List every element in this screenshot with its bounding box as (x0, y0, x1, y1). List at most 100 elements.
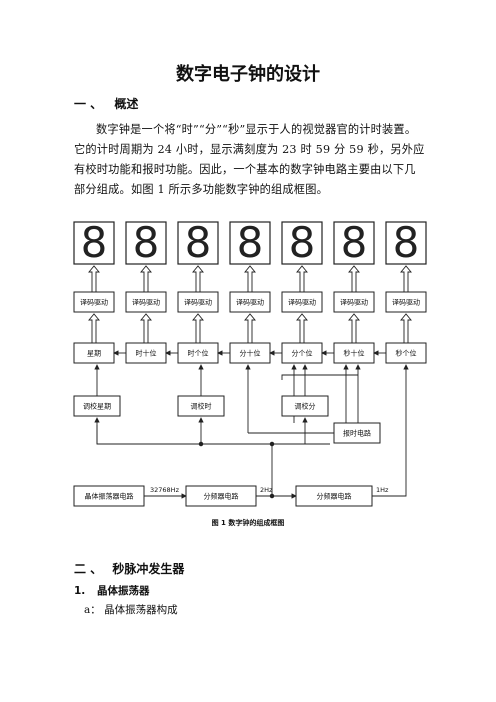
page-title: 数字电子钟的设计 (176, 64, 320, 85)
arrow-counter-to-decoder-7 (400, 313, 412, 344)
freq-label-32768: 32768Hz (150, 486, 180, 494)
decoder-box-1-label: 译码驱动 (80, 298, 108, 307)
decoder-box-3: 译码驱动 (177, 291, 219, 313)
arrow-decoder-to-display-3 (192, 265, 204, 293)
arrow-counter-to-decoder-5 (296, 313, 308, 344)
counter-box-3: 时个位 (177, 342, 219, 364)
digit-display-2: 8 (125, 218, 167, 267)
digit-display-7: 8 (385, 218, 427, 267)
freq-label-1hz: 1Hz (376, 486, 389, 494)
digit-glyph: 8 (341, 218, 368, 267)
adjust-week-box-label: 调校星期 (83, 402, 111, 411)
arrow-counter-to-decoder-4 (244, 313, 256, 344)
arrow-decoder-to-display-1 (88, 265, 100, 293)
counter-box-6-label: 秒十位 (344, 349, 365, 358)
oscillator-box-label: 晶体振荡器电路 (85, 492, 134, 501)
decoder-row: 译码驱动 译码驱动 译码驱动 译码驱动 译码驱动 译码驱动 译码驱动 (73, 265, 427, 313)
digit-glyph: 8 (185, 218, 212, 267)
subsection-1a-number: a： (84, 604, 101, 616)
counter-box-1-label: 星期 (87, 350, 101, 358)
divider-box-2-label: 分频器电路 (317, 492, 352, 501)
arrow-counter-to-decoder-2 (140, 313, 152, 344)
decoder-box-5-label: 译码驱动 (288, 298, 316, 307)
figure-caption: 图 1 数字钟的组成框图 (211, 519, 285, 527)
digit-display-1: 8 (73, 218, 115, 267)
decoder-box-2-frame (125, 291, 167, 313)
decoder-box-5: 译码驱动 (281, 291, 323, 313)
adjust-hour-box: 调校时 (177, 395, 225, 417)
counter-row: 星期 时十位 时个位 分十位 分个位 秒十位 秒个位 (73, 313, 427, 364)
digit-display-6: 8 (333, 218, 375, 267)
counter-box-4-label: 分十位 (240, 349, 261, 358)
oscillator-box: 晶体振荡器电路 (73, 485, 145, 507)
decoder-box-6-frame (333, 291, 375, 313)
adjust-hour-box-label: 调校时 (191, 402, 212, 411)
counter-box-2: 时十位 (125, 342, 167, 364)
section-2-title: 秒脉冲发生器 (112, 562, 185, 576)
decoder-box-3-frame (177, 291, 219, 313)
decoder-box-7-label: 译码驱动 (392, 298, 420, 307)
decoder-box-2-label: 译码驱动 (132, 298, 160, 307)
counter-box-4: 分十位 (229, 342, 271, 364)
arrow-counter-to-decoder-1 (88, 313, 100, 344)
arrow-counter-to-decoder-3 (192, 313, 204, 344)
digit-display-3: 8 (177, 218, 219, 267)
overview-paragraph: 数字钟是一个将“时”“分”“秒”显示于人的视觉器官的计时装置。它的计时周期为 2… (74, 123, 425, 196)
decoder-box-4: 译码驱动 (229, 291, 271, 313)
oscillator-chain: 晶体振荡器电路 分频器电路 分频器电路 32768Hz 2Hz 1Hz (73, 485, 389, 507)
divider-box-2-frame (295, 485, 373, 507)
divider-box-1-frame (185, 485, 257, 507)
counter-box-6: 秒十位 (333, 342, 375, 364)
subsection-1-title: 晶体振荡器 (96, 585, 150, 597)
counter-box-7: 秒个位 (385, 342, 427, 364)
digit-glyph: 8 (133, 218, 160, 267)
decoder-box-4-label: 译码驱动 (236, 298, 264, 307)
decoder-box-4-frame (229, 291, 271, 313)
counter-box-2-label: 时十位 (136, 349, 157, 358)
one-hz-line (372, 364, 409, 497)
alarm-bus (281, 374, 358, 380)
junction-dot (269, 493, 275, 499)
adjust-week-box: 调校星期 (73, 395, 121, 417)
digit-glyph: 8 (81, 218, 108, 267)
section-1-title: 概述 (114, 97, 139, 111)
decoder-box-7: 译码驱动 (385, 291, 427, 313)
decoder-box-7-frame (385, 291, 427, 313)
freq-label-2hz: 2Hz (260, 486, 273, 494)
alarm-circuit-box-label: 报时电路 (343, 429, 371, 438)
digit-glyph: 8 (289, 218, 316, 267)
section-1-heading: 一 、 概述 (74, 95, 138, 112)
junction-dot (269, 441, 275, 447)
section-1-number: 一 、 (74, 97, 103, 111)
arrow-decoder-to-display-4 (244, 265, 256, 293)
adjust-minute-box: 调校分 (281, 395, 329, 417)
junction-dot (198, 441, 204, 447)
alarm-circuit-box-frame (333, 422, 381, 444)
decoder-box-2: 译码驱动 (125, 291, 167, 313)
counter-box-7-label: 秒个位 (396, 349, 417, 358)
decoder-box-1: 译码驱动 (73, 291, 115, 313)
oscillator-box-frame (73, 485, 145, 507)
arrow-decoder-to-display-7 (400, 265, 412, 293)
subsection-1-heading: 1. 晶体振荡器 (74, 583, 149, 598)
adjust-minute-box-frame (281, 395, 329, 417)
subsection-1a-title: 晶体振荡器构成 (104, 604, 178, 616)
counter-box-1: 星期 (73, 342, 115, 364)
subsection-1a: a： 晶体振荡器构成 (84, 602, 178, 617)
arrow-decoder-to-display-2 (140, 265, 152, 293)
decoder-box-3-label: 译码驱动 (184, 298, 212, 307)
section-2-heading: 二 、 秒脉冲发生器 (74, 560, 184, 577)
decoder-box-6-label: 译码驱动 (340, 298, 368, 307)
counter-box-5: 分个位 (281, 342, 323, 364)
arrow-decoder-to-display-6 (348, 265, 360, 293)
counter-box-3-label: 时个位 (188, 349, 209, 358)
arrow-counter-to-decoder-6 (348, 313, 360, 344)
section-2-number: 二 、 (74, 562, 103, 576)
digit-display-4: 8 (229, 218, 271, 267)
arrow-decoder-to-display-5 (296, 265, 308, 293)
divider-box-1-label: 分频器电路 (204, 492, 239, 501)
divider-box-1: 分频器电路 (185, 485, 257, 507)
digit-glyph: 8 (237, 218, 264, 267)
